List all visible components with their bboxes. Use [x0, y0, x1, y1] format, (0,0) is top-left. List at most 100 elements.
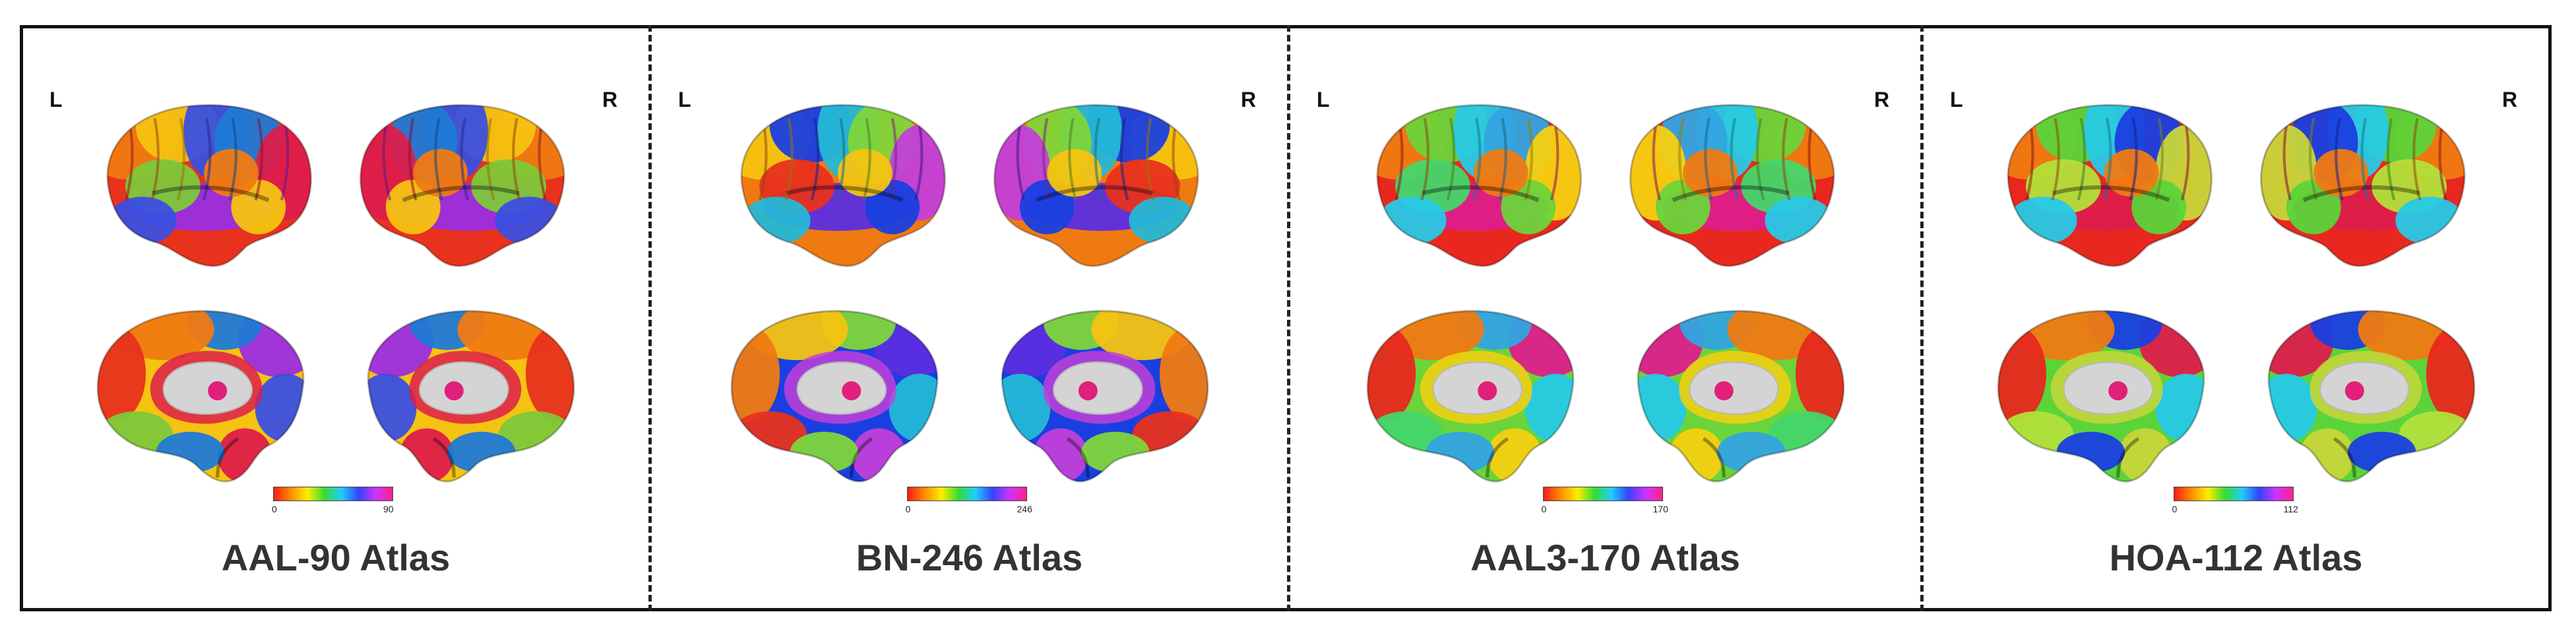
sulcus-line [460, 117, 469, 201]
atlas-title: HOA-112 Atlas [2109, 537, 2363, 578]
brain-region [217, 428, 272, 482]
right-lateral-brain [2259, 104, 2466, 267]
brain-region [204, 148, 259, 197]
thalamus-region [208, 381, 228, 401]
sulcus-line [2282, 117, 2292, 201]
sulcus-line [1729, 117, 1739, 201]
brain-region [156, 431, 225, 473]
sulcus-line [1678, 117, 1687, 201]
colorbar [2173, 487, 2294, 501]
brain-region [1473, 148, 1528, 197]
sulcus-line [1016, 117, 1025, 201]
sulcus-line [1093, 117, 1103, 201]
hemisphere-outline [1000, 310, 1209, 483]
sulcus-line [486, 117, 495, 201]
sulcus-line [512, 117, 521, 201]
thalamus-region [444, 381, 464, 401]
lateral-fissure [2052, 185, 2170, 202]
brainstem-line [216, 437, 239, 478]
hemisphere-outline [1366, 310, 1575, 483]
brain-region [2300, 428, 2354, 482]
brain-region [837, 148, 893, 197]
sulcus-line [203, 117, 212, 201]
medial-wall [2063, 361, 2153, 415]
hemisphere-outline [96, 310, 305, 483]
sulcus-line [2308, 117, 2317, 201]
brain-region [790, 431, 858, 473]
hemisphere-outline [1636, 310, 1844, 483]
sulcus-line [1042, 117, 1051, 201]
sulcus-line [1781, 117, 1791, 201]
sulcus-line [176, 117, 186, 201]
lateral-fissure [1036, 185, 1153, 202]
hemisphere-outline [2259, 104, 2466, 267]
colorbar [1542, 487, 1663, 501]
sulcus-line [1420, 117, 1429, 201]
brain-region [1716, 431, 1785, 473]
brain-region [98, 326, 146, 422]
hemisphere-outline [739, 104, 946, 267]
left-lateral-brain [2006, 104, 2213, 267]
left-hemisphere-label: L [49, 88, 63, 111]
medial-wall [796, 361, 887, 415]
brainstem-line [2333, 437, 2356, 478]
sulcus-line [836, 117, 846, 201]
right-medial-brain [1000, 310, 1209, 483]
sulcus-line [2154, 117, 2164, 201]
figure-frame [20, 25, 2552, 611]
sulcus-line [434, 117, 443, 201]
brain-region [1487, 428, 1542, 482]
atlas-title: AAL3-170 Atlas [1470, 537, 1740, 578]
sulcus-line [1497, 117, 1507, 201]
sulcus-line [784, 117, 794, 201]
brain-region [525, 326, 574, 422]
brain-region [1426, 431, 1494, 473]
sulcus-line [914, 117, 923, 201]
sulcus-line [1524, 117, 1533, 201]
lateral-fissure [152, 185, 270, 202]
atlas-title: BN-246 Atlas [856, 537, 1083, 578]
sulcus-line [254, 117, 264, 201]
sulcus-line [1652, 117, 1661, 201]
hemisphere-outline [993, 104, 1199, 267]
thalamus-region [841, 381, 861, 401]
right-medial-brain [1636, 310, 1844, 483]
brain-region [2347, 431, 2416, 473]
medial-wall [1688, 361, 1778, 415]
brainstem-line [849, 437, 873, 478]
colorbar-max-label: 90 [383, 504, 394, 514]
hemisphere-outline [2267, 310, 2475, 483]
lateral-fissure [1422, 185, 1539, 202]
right-hemisphere-label: R [2502, 88, 2518, 111]
hemisphere-outline [1997, 310, 2205, 483]
brain-region [1682, 148, 1738, 197]
left-medial-brain [96, 310, 305, 483]
brainstem-line [1066, 437, 1090, 478]
sulcus-line [2386, 117, 2395, 201]
lateral-fissure [2302, 185, 2420, 202]
left-medial-brain [730, 310, 939, 483]
brain-region [1997, 326, 2046, 422]
lateral-fissure [402, 185, 520, 202]
colorbar-min-label: 0 [272, 504, 277, 514]
right-lateral-brain [993, 104, 1199, 267]
left-lateral-brain [1375, 104, 1582, 267]
sulcus-line [810, 117, 819, 201]
sulcus-line [382, 117, 392, 201]
sulcus-line [1067, 117, 1077, 201]
sulcus-line [408, 117, 418, 201]
left-medial-brain [1997, 310, 2205, 483]
panel-divider-1 [648, 25, 652, 611]
brain-region [1669, 428, 1724, 482]
hemisphere-outline [2006, 104, 2213, 267]
left-lateral-brain [106, 104, 313, 267]
colorbar-min-label: 0 [2172, 504, 2178, 514]
hemisphere-outline [730, 310, 939, 483]
brain-region [413, 148, 468, 197]
colorbar-max-label: 170 [1652, 504, 1668, 514]
colorbar-max-label: 112 [2283, 504, 2298, 514]
brain-region [1795, 326, 1844, 422]
brain-region [731, 326, 780, 422]
sulcus-line [888, 117, 897, 201]
brain-region [2056, 431, 2125, 473]
